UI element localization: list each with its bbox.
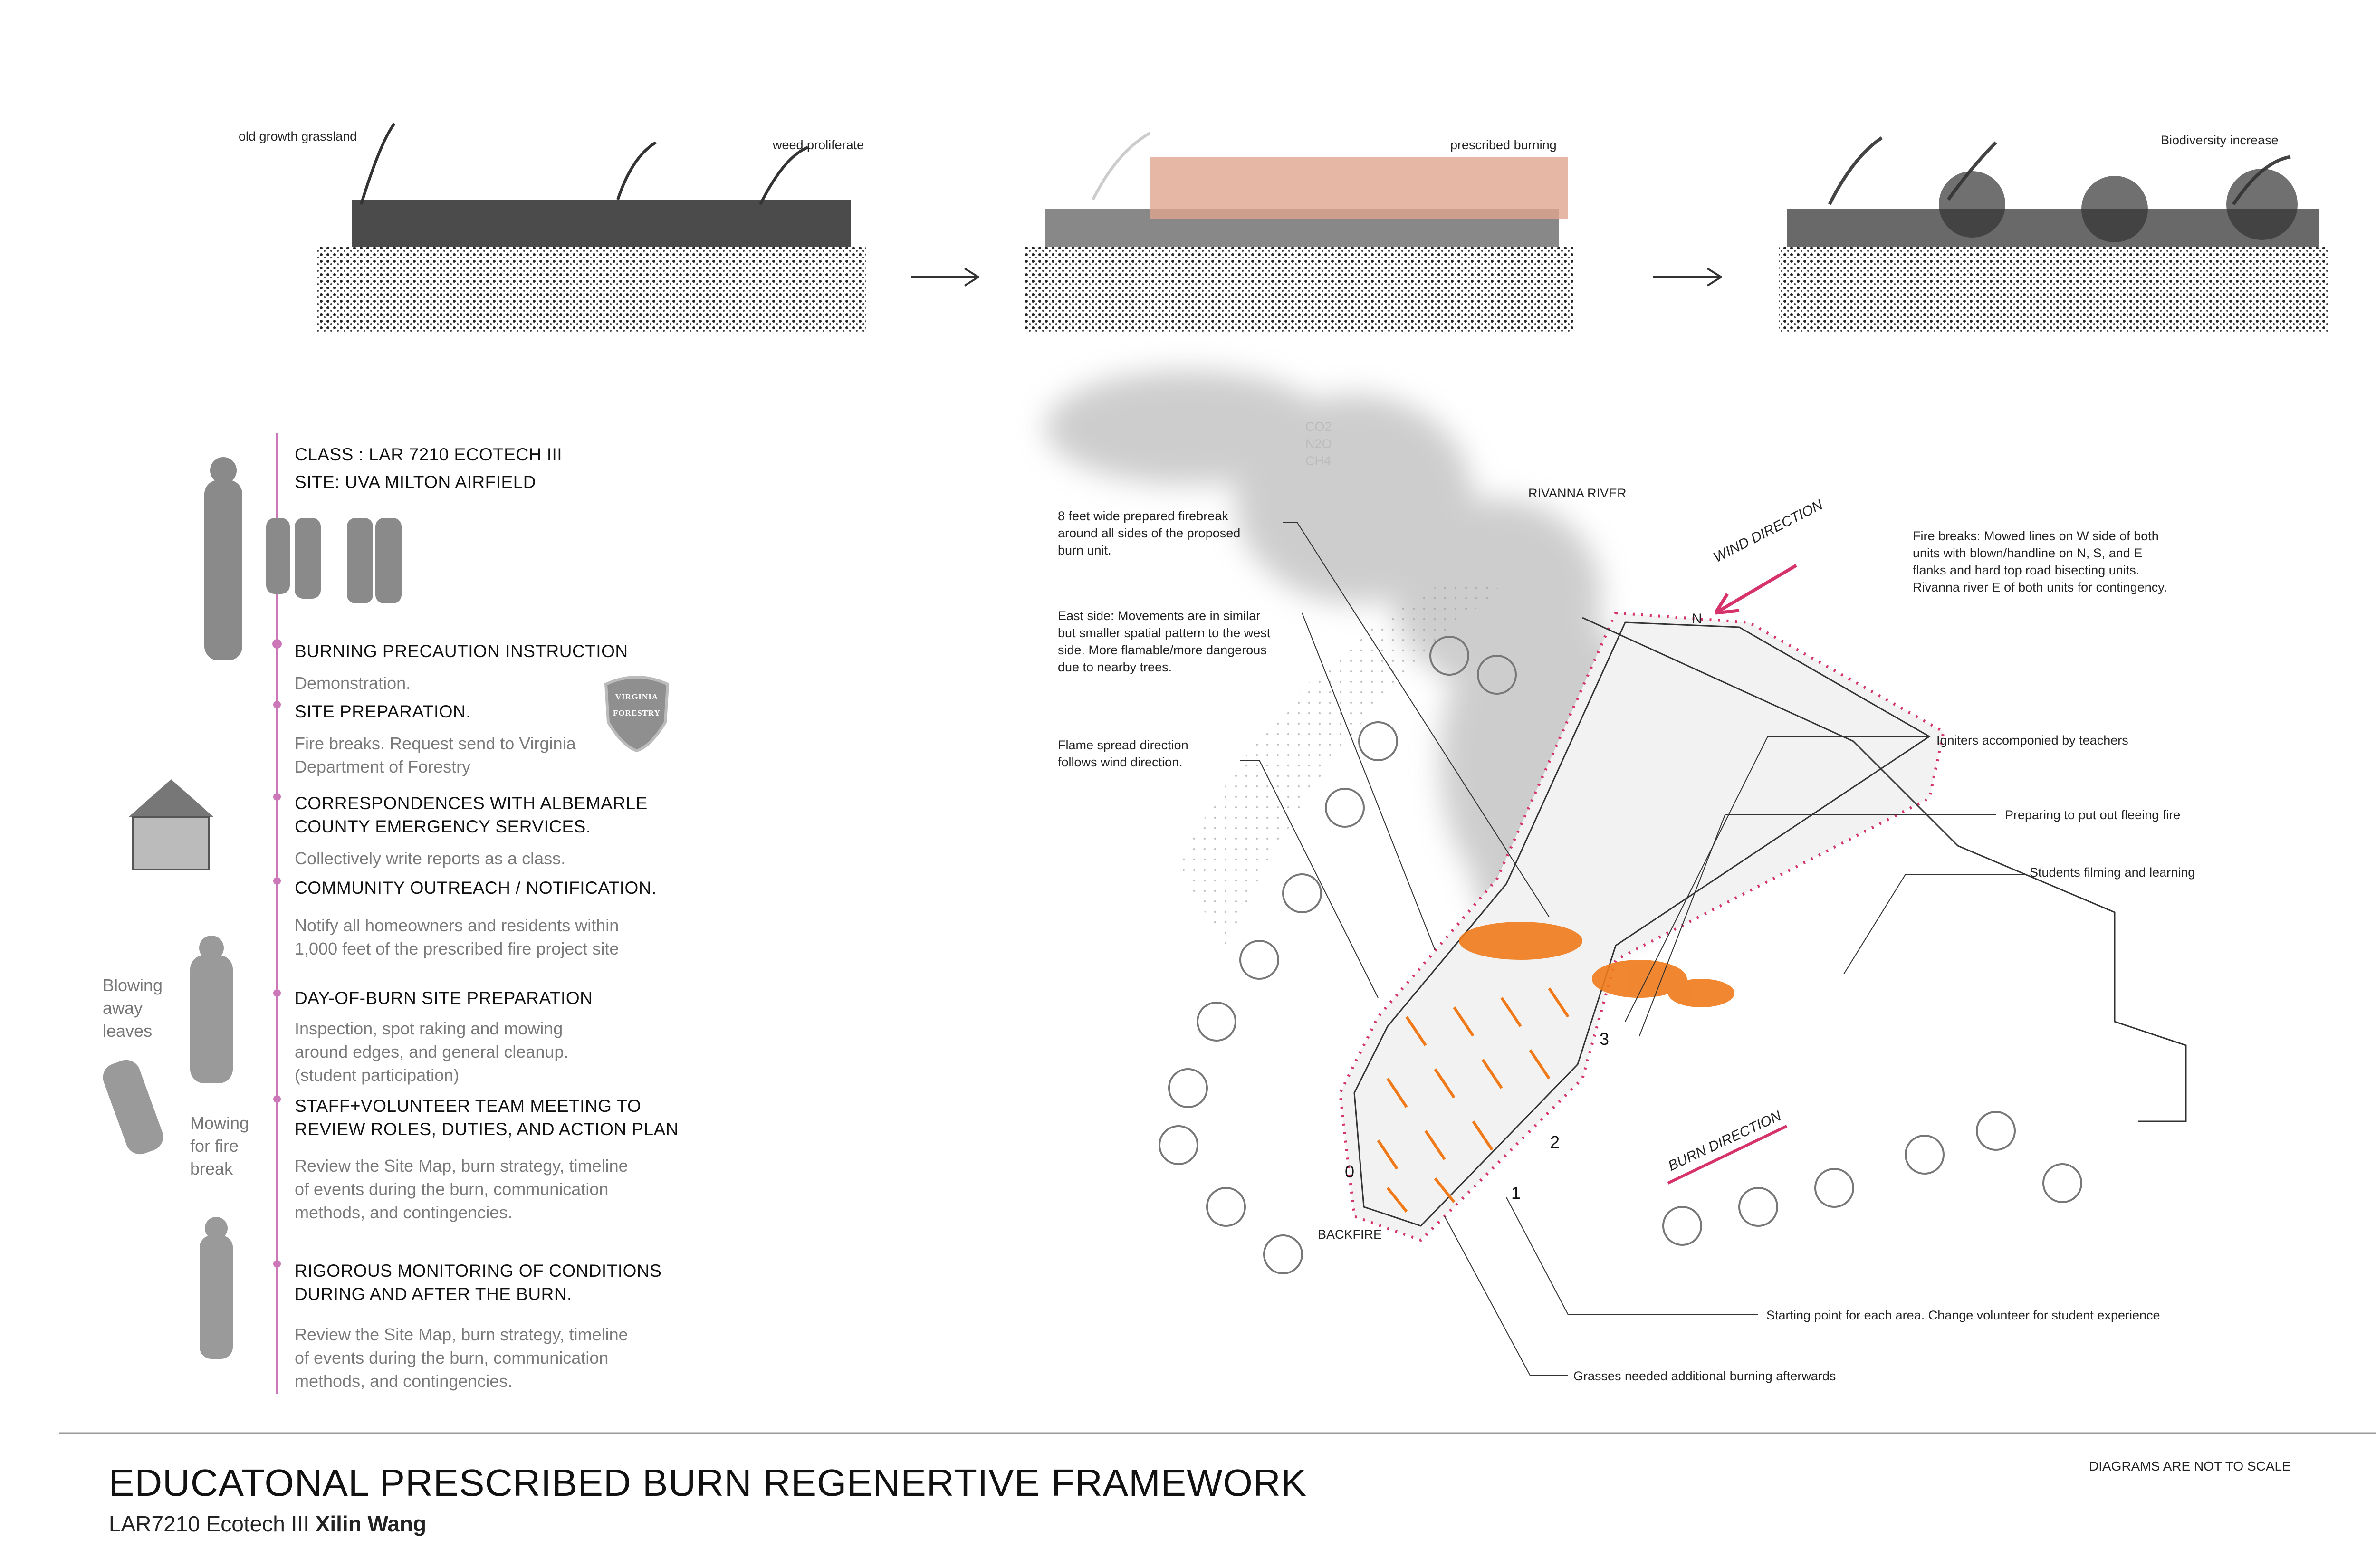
house-illustration	[128, 779, 214, 870]
author-name: Xilin Wang	[315, 1511, 427, 1536]
burn-direction-arrow	[1667, 1125, 1788, 1185]
point-1: 1	[1511, 1183, 1521, 1203]
starting-point-note: Starting point for each area. Change vol…	[1766, 1308, 2160, 1322]
label-burning: prescribed burning	[1450, 138, 1557, 152]
fire-breaks-note: Fire breaks: Mowed lines on W side of bo…	[1913, 529, 2167, 594]
workers-illustration	[103, 936, 233, 1359]
point-2: 2	[1550, 1132, 1560, 1152]
flame-spread-note: Flame spread direction follows wind dire…	[1058, 738, 1188, 769]
step-body: Demonstration.	[295, 673, 411, 693]
step-heading: RIGOROUS MONITORING OF CONDITIONS DURING…	[295, 1261, 662, 1304]
grass-panel-2	[1024, 132, 1574, 333]
preparing-note: Preparing to put out fleeing fire	[2005, 808, 2181, 822]
road-outline	[1582, 617, 2187, 1122]
north-label: N	[1692, 611, 1702, 627]
wind-arrow	[1714, 564, 1797, 615]
step-body: Collectively write reports as a class.	[295, 849, 566, 868]
step-heading: DAY-OF-BURN SITE PREPARATION	[295, 988, 593, 1008]
scale-note: DIAGRAMS ARE NOT TO SCALE	[2089, 1459, 2291, 1473]
step-heading: STAFF+VOLUNTEER TEAM MEETING TO REVIEW R…	[295, 1096, 679, 1139]
firebreak-note: 8 feet wide prepared firebreak around al…	[1058, 509, 1241, 557]
people-silhouettes	[204, 457, 402, 660]
dotted-treeline	[1178, 580, 1502, 950]
label-weed: weed proliferate	[773, 138, 864, 152]
grass-panel-3	[1779, 136, 2329, 333]
step-heading: COMMUNITY OUTREACH / NOTIFICATION.	[295, 878, 657, 898]
fire-front	[1459, 922, 1734, 1007]
flame-arrows	[1377, 987, 1570, 1213]
step-correspondence: CORRESPONDENCES WITH ALBEMARLE COUNTY EM…	[295, 783, 648, 879]
step-day-of-burn: DAY-OF-BURN SITE PREPARATION Inspection,…	[295, 980, 593, 1095]
board-subtitle: LAR7210 Ecotech III Xilin Wang	[109, 1511, 426, 1537]
course-name: LAR7210 Ecotech III	[109, 1511, 316, 1536]
step-body: Review the Site Map, burn strategy, time…	[295, 1156, 628, 1222]
site-map	[1045, 371, 2187, 1376]
grass-panel-1	[316, 123, 866, 333]
point-3: 3	[1600, 1029, 1610, 1049]
gas-labels: CO2 N2O CH4	[1305, 420, 1332, 468]
step-precaution: BURNING PRECAUTION INSTRUCTION Demonstra…	[295, 631, 628, 703]
students-note: Students filming and learning	[2030, 865, 2195, 880]
grasses-note: Grasses needed additional burning afterw…	[1573, 1369, 1836, 1383]
backfire-label: BACKFIRE	[1318, 1227, 1382, 1242]
step-team-meeting: STAFF+VOLUNTEER TEAM MEETING TO REVIEW R…	[295, 1086, 679, 1233]
class-line: CLASS : LAR 7210 ECOTECH III	[295, 445, 563, 464]
label-blowing-leaves: Blowing away leaves	[103, 975, 163, 1041]
east-side-note: East side: Movements are in similar but …	[1058, 609, 1271, 674]
sequence-arrow-2	[1653, 268, 1723, 287]
step-body: Notify all homeowners and residents with…	[295, 916, 619, 958]
trees	[1159, 636, 2082, 1274]
step-outreach: COMMUNITY OUTREACH / NOTIFICATION. Notif…	[295, 868, 657, 969]
step-heading: BURNING PRECAUTION INSTRUCTION	[295, 641, 628, 661]
step-monitoring: RIGOROUS MONITORING OF CONDITIONS DURING…	[295, 1251, 661, 1401]
step-body: Inspection, spot raking and mowing aroun…	[295, 1019, 569, 1085]
point-0: 0	[1345, 1162, 1355, 1181]
site-line: SITE: UVA MILTON AIRFIELD	[295, 472, 537, 492]
forestry-badge-text: VIRGINIA FORESTRY	[613, 692, 661, 717]
burn-unit-firebreak	[1338, 611, 1945, 1242]
step-heading: CORRESPONDENCES WITH ALBEMARLE COUNTY EM…	[295, 794, 648, 836]
label-mowing: Mowing for fire break	[190, 1113, 249, 1178]
burn-unit-outline	[1353, 621, 1931, 1227]
step-body: Review the Site Map, burn strategy, time…	[295, 1325, 628, 1391]
forestry-badge	[604, 676, 670, 753]
step-body: Fire breaks. Request send to Virginia De…	[295, 734, 576, 776]
step-site-prep: SITE PREPARATION. Fire breaks. Request s…	[295, 691, 576, 787]
step-heading: SITE PREPARATION.	[295, 702, 471, 721]
leader-lines	[1240, 522, 2024, 1376]
label-biodiversity: Biodiversity increase	[2161, 133, 2279, 147]
river-label: RIVANNA RIVER	[1528, 486, 1627, 500]
sequence-arrow-1	[911, 268, 980, 287]
igniters-note: Igniters accomponied by teachers	[1936, 733, 2128, 747]
label-old-growth: old growth grassland	[239, 129, 357, 143]
timeline-dots	[272, 639, 282, 1268]
board-title: EDUCATONAL PRESCRIBED BURN REGENERTIVE F…	[109, 1462, 1307, 1504]
